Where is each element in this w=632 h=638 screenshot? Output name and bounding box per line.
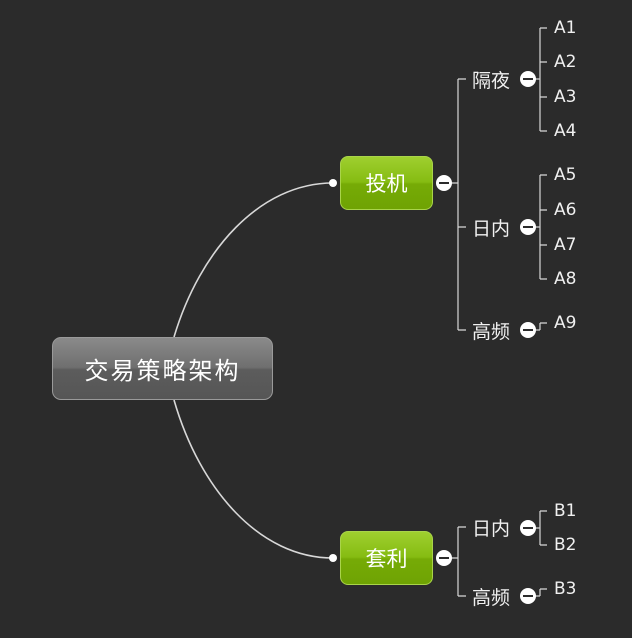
leaf-topic[interactable]: A8 — [554, 269, 577, 289]
sub-topic-hft[interactable]: 高频 — [472, 586, 511, 609]
leaf-topic[interactable]: B1 — [554, 501, 577, 521]
collapse-icon[interactable] — [520, 520, 536, 536]
collapse-icon[interactable] — [520, 71, 536, 87]
leaf-topic[interactable]: A1 — [554, 18, 577, 38]
leaf-topic[interactable]: A6 — [554, 200, 577, 220]
connection-dot — [329, 554, 337, 562]
main-topic-speculation[interactable]: 投机 — [340, 156, 433, 210]
leaf-topic[interactable]: A5 — [554, 165, 577, 185]
leaf-topic[interactable]: A4 — [554, 121, 577, 141]
sub-topic-hft[interactable]: 高频 — [472, 320, 511, 343]
leaf-topic[interactable]: A2 — [554, 52, 577, 72]
collapse-icon[interactable] — [436, 175, 452, 191]
leaf-topic[interactable]: A7 — [554, 235, 577, 255]
leaf-topic[interactable]: B3 — [554, 579, 577, 599]
root-topic[interactable]: 交易策略架构 — [52, 337, 273, 400]
connection-dot — [329, 179, 337, 187]
main-topic-arbitrage[interactable]: 套利 — [340, 531, 433, 585]
collapse-icon[interactable] — [436, 550, 452, 566]
connector-root-speculation — [173, 182, 334, 338]
collapse-icon[interactable] — [520, 588, 536, 604]
collapse-icon[interactable] — [520, 322, 536, 338]
leaf-topic[interactable]: A3 — [554, 87, 577, 107]
connector-root-arbitrage — [173, 399, 334, 559]
leaf-topic[interactable]: A9 — [554, 313, 577, 333]
collapse-icon[interactable] — [520, 219, 536, 235]
sub-topic-intraday[interactable]: 日内 — [472, 517, 511, 540]
leaf-topic[interactable]: B2 — [554, 535, 577, 555]
sub-topic-intraday[interactable]: 日内 — [472, 217, 511, 240]
sub-topic-overnight[interactable]: 隔夜 — [472, 69, 511, 92]
connector-speculation-subs — [444, 78, 466, 331]
